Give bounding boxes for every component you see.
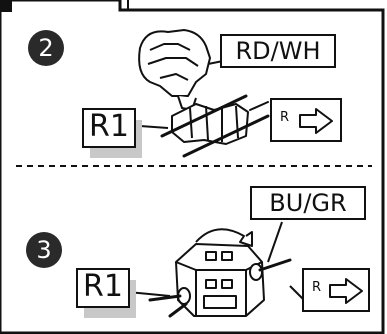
reference-label: R1 (82, 108, 136, 148)
direction-indicator: R (270, 98, 342, 142)
direction-letter: R (280, 110, 290, 125)
wire-color-label: BU/GR (250, 186, 366, 220)
direction-letter: R (312, 280, 322, 295)
rotate-arrow-icon (195, 228, 253, 247)
arrow-right-outline-icon (299, 108, 333, 134)
wires-step-2 (160, 94, 270, 158)
reference-label: R1 (76, 268, 130, 308)
step-number-badge: 2 (28, 30, 64, 66)
step-number-badge: 3 (26, 232, 62, 268)
frame-corner-tab (0, 0, 12, 12)
direction-indicator: R (302, 268, 370, 312)
arrow-right-outline-icon (329, 278, 363, 304)
connector-closed-illustration (175, 243, 265, 317)
wires-step-3 (148, 258, 292, 318)
wire-color-label: RD/WH (220, 34, 336, 68)
